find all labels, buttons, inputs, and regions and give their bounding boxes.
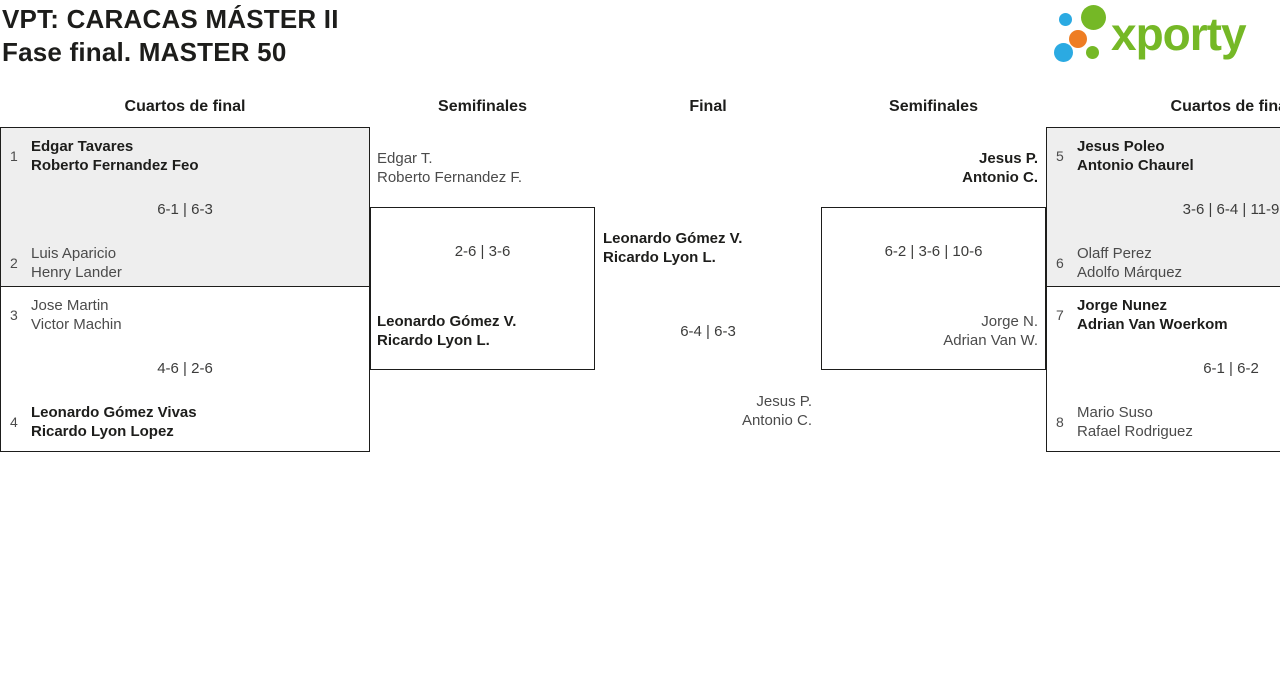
seed-number: 3 (10, 307, 18, 323)
seed-number: 4 (10, 414, 18, 430)
logo-dot-blue-small-icon (1059, 13, 1072, 26)
player-name: Roberto Fernandez Feo (31, 157, 199, 174)
player-name: Jesus P. (979, 150, 1038, 167)
player-name: Jorge N. (981, 313, 1038, 330)
match-score: 3-6 | 6-4 | 11-9 (1182, 201, 1280, 218)
round-header-quarterfinals-left: Cuartos de final (124, 98, 246, 115)
logo-wordmark: xporty (1111, 8, 1247, 60)
player-name: Adrian Van W. (943, 332, 1038, 349)
logo-dot-blue-big-icon (1054, 43, 1073, 62)
player-name: Antonio C. (741, 412, 812, 429)
player-name: Victor Machin (31, 316, 122, 333)
round-header-semifinals-left: Semifinales (438, 98, 527, 115)
player-name: Leonardo Gómez V. (603, 230, 743, 247)
player-name: Antonio Chaurel (1077, 157, 1194, 174)
match-qf-right-2[interactable]: 7 Jorge Nunez Adrian Van Woerkom 6-1 | 6… (1046, 286, 1280, 452)
round-header-quarterfinals-right: Cuartos de final (1170, 98, 1280, 115)
match-score: 2-6 | 3-6 (454, 243, 511, 260)
logo-dot-orange-icon (1069, 30, 1087, 48)
player-name: Edgar Tavares (31, 138, 134, 155)
player-name: Jesus Poleo (1077, 138, 1165, 155)
round-header-semifinals-right: Semifinales (889, 98, 978, 115)
seed-number: 1 (10, 148, 18, 164)
player-name: Leonardo Gómez V. (377, 313, 517, 330)
team-jose-victor: Jose Martin Victor Machin (31, 296, 122, 334)
seed-number: 5 (1056, 148, 1064, 164)
match-score: 6-1 | 6-2 (1203, 360, 1259, 377)
team-jesus-antonio-sf: Jesus P. Antonio C. (821, 149, 1038, 187)
player-name: Adolfo Márquez (1077, 264, 1183, 281)
team-mario-rafael: Mario Suso Rafael Rodriguez (1077, 403, 1193, 441)
match-sf-right[interactable]: 6-2 | 3-6 | 10-6 Jorge N. Adrian Van W. (821, 207, 1046, 370)
team-leonardo-ricardo: Leonardo Gómez Vivas Ricardo Lyon Lopez (31, 403, 197, 441)
player-name: Ricardo Lyon L. (377, 332, 490, 349)
team-edgar-roberto: Edgar Tavares Roberto Fernandez Feo (31, 137, 199, 175)
match-sf-left[interactable]: 2-6 | 3-6 Leonardo Gómez V. Ricardo Lyon… (370, 207, 595, 370)
match-score: 4-6 | 2-6 (157, 360, 213, 377)
tournament-name: VPT: CARACAS MÁSTER II (2, 4, 339, 34)
team-leonardo-ricardo-sf: Leonardo Gómez V. Ricardo Lyon L. (377, 312, 516, 350)
seed-number: 2 (10, 255, 18, 271)
logo-dot-green-small-icon (1086, 46, 1099, 59)
final-score: 6-4 | 6-3 (680, 323, 736, 340)
team-leonardo-ricardo-final: Leonardo Gómez V. Ricardo Lyon L. (603, 229, 742, 267)
match-qf-right-1[interactable]: 5 Jesus Poleo Antonio Chaurel 3-6 | 6-4 … (1046, 127, 1280, 287)
player-name: Olaff Perez (1077, 245, 1152, 262)
player-name: Edgar T. (377, 150, 433, 167)
seed-number: 7 (1056, 307, 1064, 323)
player-name: Antonio C. (962, 169, 1038, 186)
team-jesus-antonio: Jesus Poleo Antonio Chaurel (1077, 137, 1194, 175)
team-jorge-adrian: Jorge Nunez Adrian Van Woerkom (1077, 296, 1228, 334)
team-luis-henry: Luis Aparicio Henry Lander (31, 244, 122, 282)
team-olaff-adolfo: Olaff Perez Adolfo Márquez (1077, 244, 1182, 282)
player-name: Jorge Nunez (1077, 297, 1168, 314)
player-name: Rafael Rodriguez (1077, 423, 1193, 440)
player-name: Henry Lander (31, 264, 122, 281)
xporty-logo[interactable]: xporty (1050, 0, 1280, 75)
tournament-phase: Fase final. MASTER 50 (2, 37, 287, 67)
team-jesus-antonio-final: Jesus P. Antonio C. (595, 392, 812, 430)
seed-number: 6 (1056, 255, 1064, 271)
player-name: Leonardo Gómez Vivas (31, 404, 197, 421)
team-edgar-roberto-sf: Edgar T. Roberto Fernandez F. (377, 149, 522, 187)
page-title: VPT: CARACAS MÁSTER II Fase final. MASTE… (2, 3, 339, 69)
player-name: Luis Aparicio (31, 245, 117, 262)
match-qf-left-1[interactable]: 1 Edgar Tavares Roberto Fernandez Feo 6-… (0, 127, 370, 287)
team-jorge-adrian-sf: Jorge N. Adrian Van W. (943, 312, 1038, 350)
player-name: Ricardo Lyon L. (603, 249, 716, 266)
match-score: 6-1 | 6-3 (157, 201, 213, 218)
player-name: Jose Martin (31, 297, 109, 314)
player-name: Mario Suso (1077, 404, 1153, 421)
round-header-final: Final (689, 98, 727, 115)
player-name: Jesus P. (756, 393, 812, 410)
match-score: 6-2 | 3-6 | 10-6 (884, 243, 983, 260)
player-name: Roberto Fernandez F. (377, 169, 523, 186)
logo-dot-green-big-icon (1081, 5, 1106, 30)
match-qf-left-2[interactable]: 3 Jose Martin Victor Machin 4-6 | 2-6 4 … (0, 286, 370, 452)
seed-number: 8 (1056, 414, 1064, 430)
player-name: Ricardo Lyon Lopez (31, 423, 174, 440)
player-name: Adrian Van Woerkom (1077, 316, 1228, 333)
